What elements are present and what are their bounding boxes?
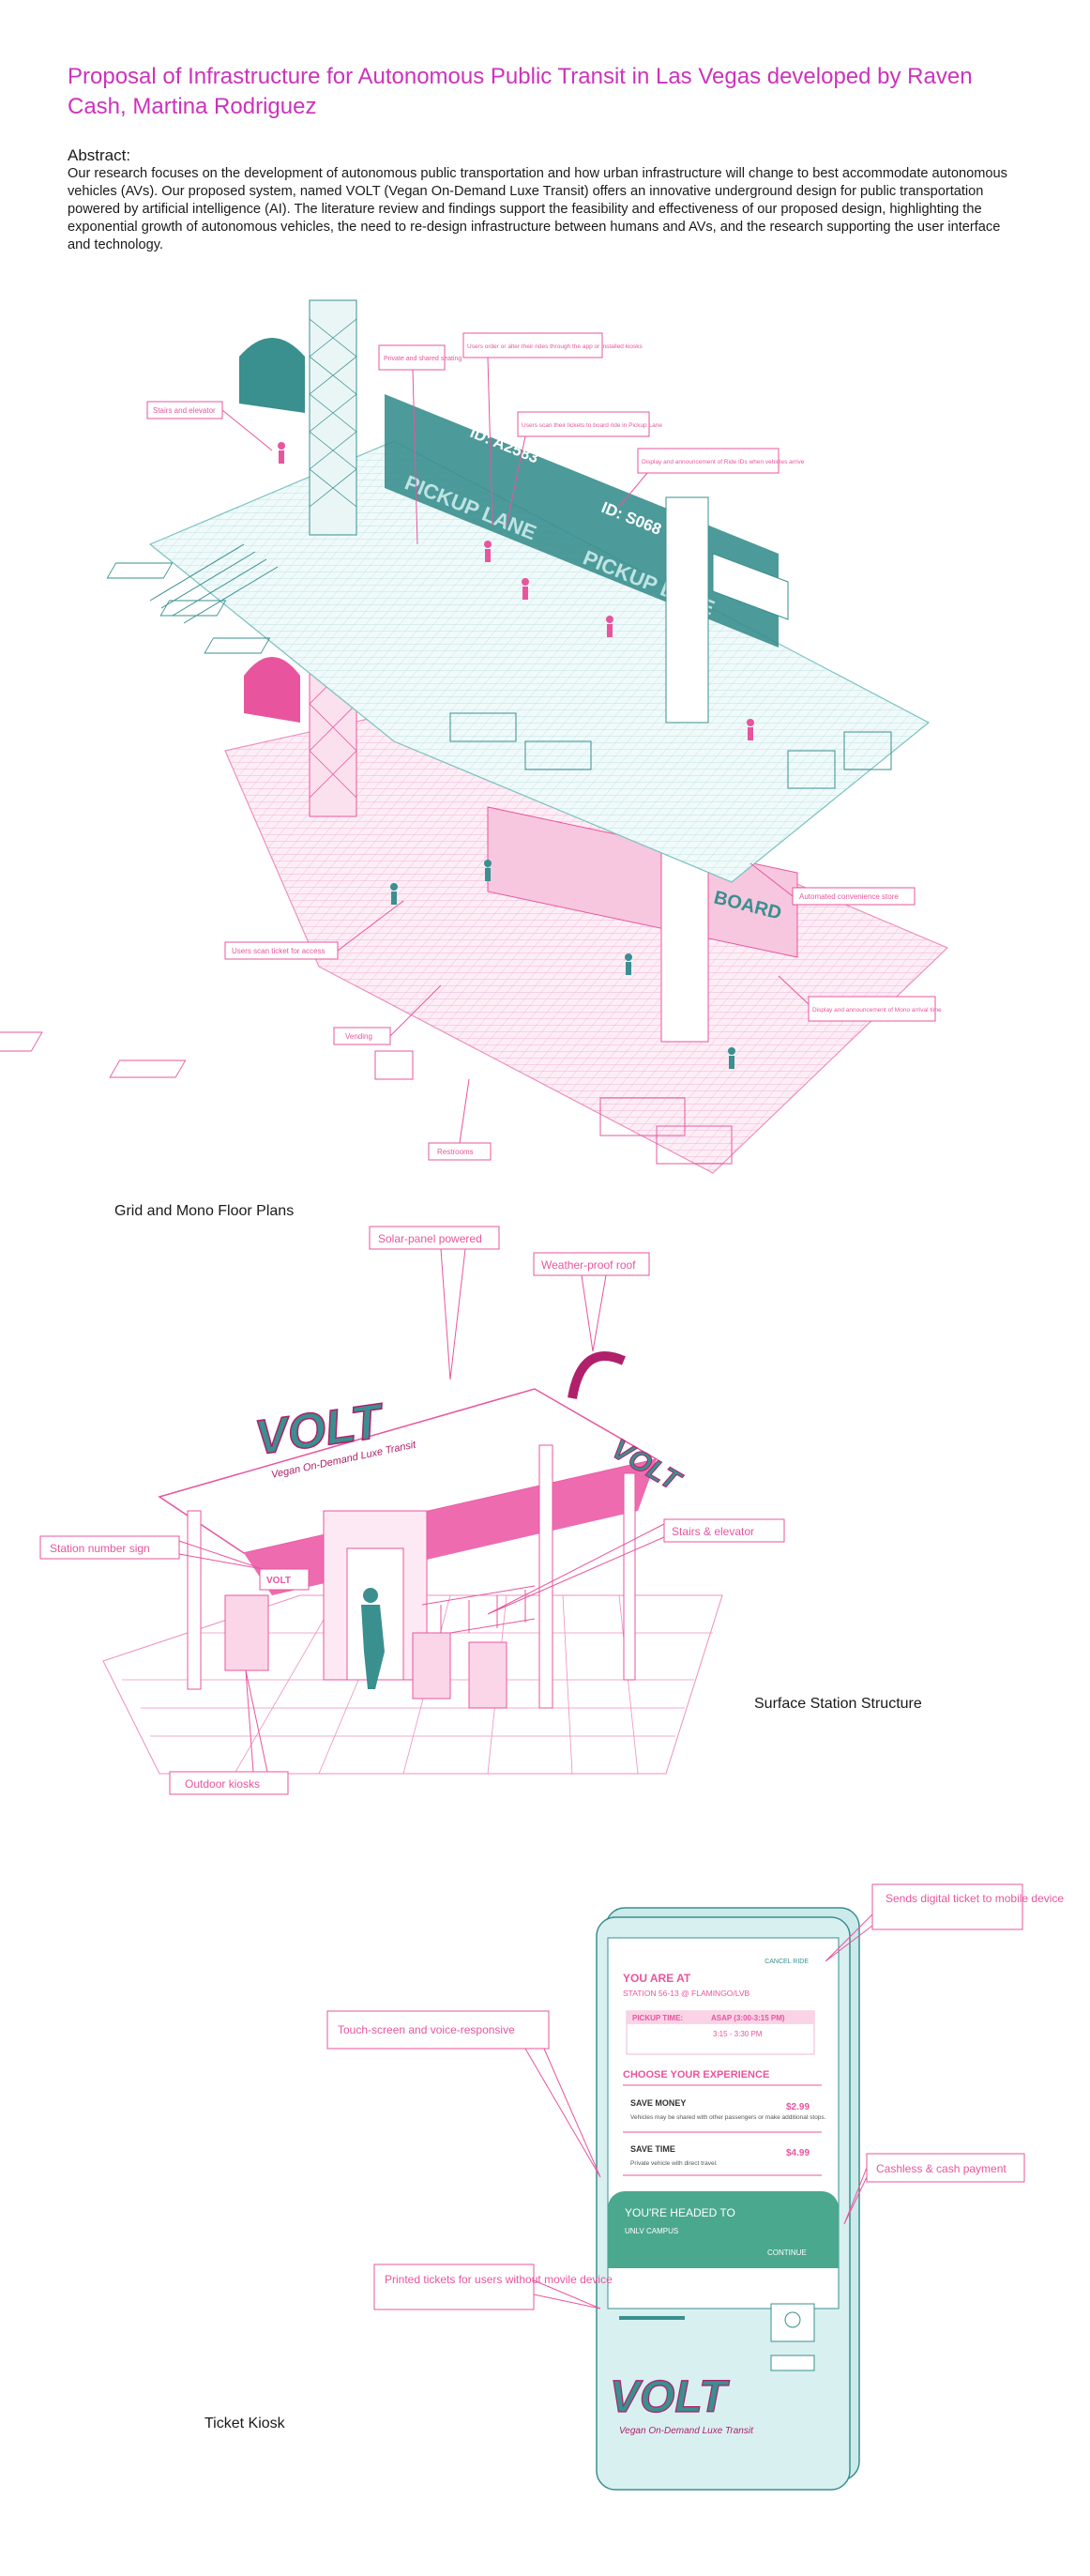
- kiosk-callouts: Sends digital ticket to mobile device To…: [326, 1883, 1064, 2310]
- floor-plans-illustration: BOARD PICKUP LANE PICKUP LANE ID: A2583 …: [0, 299, 949, 1174]
- callout-scan-pickup: Users scan their tickets to board ride i…: [522, 422, 662, 429]
- choose-experience: CHOOSE YOUR EXPERIENCE: [623, 2069, 769, 2081]
- save-time-label: SAVE TIME: [630, 2144, 675, 2154]
- callout-solar: Solar-panel powered: [378, 1232, 482, 1245]
- pickup-time-label: PICKUP TIME:: [632, 2014, 683, 2022]
- callout-mono-display: Display and announcement of Mono arrival…: [812, 1007, 942, 1014]
- callout-store: Automated convenience store: [799, 892, 899, 901]
- callout-digital-ticket: Sends digital ticket to mobile device: [886, 1892, 1064, 1905]
- callout-restrooms: Restrooms: [437, 1148, 474, 1156]
- you-are-at: YOU ARE AT: [623, 1972, 691, 1985]
- station-sign-text: VOLT: [266, 1576, 291, 1586]
- callout-order: Users order or alter their rides through…: [467, 343, 643, 350]
- cancel-ride-link[interactable]: CANCEL RIDE: [765, 1959, 809, 1965]
- abstract-heading: Abstract:: [68, 146, 131, 164]
- station-location: STATION 56-13 @ FLAMINGO/LVB: [623, 1989, 750, 1998]
- save-money-price: $2.99: [786, 2102, 810, 2112]
- pickup-time-alt[interactable]: 3:15 - 3:30 PM: [713, 2030, 763, 2038]
- destination: UNLV CAMPUS: [625, 2227, 678, 2235]
- ticket-kiosk-illustration: CANCEL RIDE YOU ARE AT STATION 56-13 @ F…: [326, 1883, 1064, 2491]
- callout-stairs-elevator: Stairs & elevator: [672, 1525, 754, 1538]
- callout-scan-access: Users scan ticket for access: [232, 947, 325, 955]
- kiosk-logo: VOLT: [610, 2372, 730, 2422]
- pickup-time-value[interactable]: ASAP (3:00-3:15 PM): [711, 2014, 785, 2022]
- save-time-price: $4.99: [786, 2148, 810, 2158]
- save-time-desc: Private vehicle with direct travel.: [630, 2160, 718, 2167]
- callout-touch-screen: Touch-screen and voice-responsive: [338, 2023, 515, 2036]
- callout-printed-tickets: Printed tickets for users without movile…: [385, 2273, 613, 2286]
- callout-roof: Weather-proof roof: [541, 1258, 636, 1272]
- kiosk-screen: CANCEL RIDE YOU ARE AT STATION 56-13 @ F…: [608, 1959, 839, 2268]
- save-money-desc: Vehicles may be shared with other passen…: [630, 2114, 826, 2121]
- headed-to: YOU'RE HEADED TO: [625, 2206, 735, 2219]
- callout-outdoor-kiosks: Outdoor kiosks: [185, 1777, 260, 1791]
- continue-button[interactable]: CONTINUE: [767, 2248, 807, 2257]
- save-money-option[interactable]: SAVE MONEY Vehicles may be shared with o…: [630, 2098, 826, 2121]
- save-time-option[interactable]: SAVE TIME Private vehicle with direct tr…: [630, 2144, 810, 2167]
- callout-cash: Cashless & cash payment: [876, 2162, 1007, 2175]
- grid-floor: PICKUP LANE PICKUP LANE ID: A2583 ID: S0…: [106, 299, 931, 883]
- callout-vending: Vending: [345, 1032, 372, 1041]
- callout-seating: Private and shared seating: [384, 356, 462, 362]
- kiosk-tagline: Vegan On-Demand Luxe Transit: [619, 2426, 754, 2436]
- callout-station-sign: Station number sign: [50, 1542, 150, 1555]
- surface-station-illustration: VOLT VOLT Vegan On-Demand Luxe Transit V…: [39, 1226, 785, 1795]
- abstract-body: Our research focuses on the development …: [68, 166, 1007, 252]
- callout-display-ids: Display and announcement of Ride IDs whe…: [642, 459, 805, 465]
- floor-plan-callouts: Stairs and elevator Private and shared s…: [146, 332, 942, 1161]
- ticket-kiosk-caption: Ticket Kiosk: [204, 2416, 285, 2431]
- surface-station-caption: Surface Station Structure: [754, 1696, 922, 1712]
- page-title: Proposal of Infrastructure for Autonomou…: [68, 64, 973, 119]
- callout-stairs: Stairs and elevator: [153, 406, 216, 415]
- floor-plans-caption: Grid and Mono Floor Plans: [114, 1203, 295, 1219]
- save-money-label: SAVE MONEY: [630, 2098, 686, 2108]
- station-callouts: Solar-panel powered Weather-proof roof S…: [39, 1226, 785, 1795]
